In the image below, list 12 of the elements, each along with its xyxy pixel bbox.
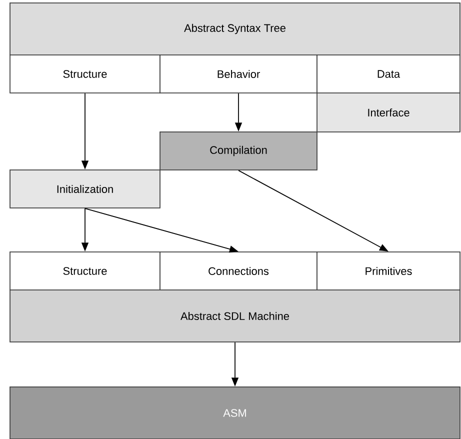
layer-band: ASM xyxy=(10,386,460,439)
category-box: Connections xyxy=(160,252,318,290)
category-box: Structure xyxy=(10,252,160,290)
category-box: Behavior xyxy=(160,54,318,94)
category-box: Data xyxy=(316,54,460,94)
category-box: Primitives xyxy=(316,252,460,290)
layer-band: Abstract SDL Machine xyxy=(10,290,460,342)
process-box: Compilation xyxy=(160,132,318,170)
process-box: Interface xyxy=(316,92,460,132)
category-box: Structure xyxy=(10,54,160,94)
process-box: Initialization xyxy=(10,170,160,208)
layer-band: Abstract Syntax Tree xyxy=(10,2,460,56)
